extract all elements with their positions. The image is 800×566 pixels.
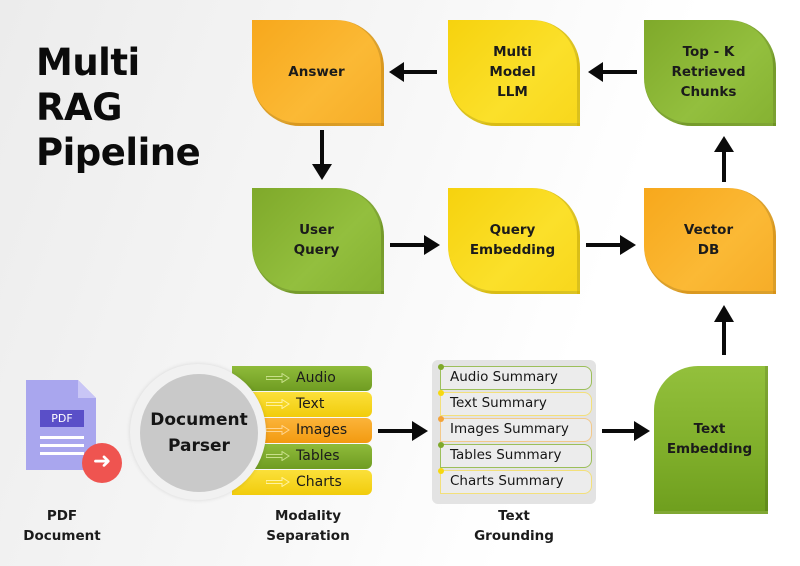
modality-arrow-icon [266,451,290,461]
pdf-badge: PDF [40,410,84,427]
modality-label: Charts [296,474,342,490]
node-llm-label: Multi Model LLM [489,43,536,100]
modality-arrow-icon [266,373,290,383]
summary-label: Audio Summary [450,369,558,385]
arrow-right-icon [390,235,440,255]
arrow-right-icon [586,235,636,255]
title-line-3: Pipeline [36,131,201,174]
modality-charts: Charts [232,470,372,495]
node-answer: Answer [252,20,384,126]
node-user-query-label: User Query [293,221,340,258]
node-text-embedding: Text Embedding [654,366,768,514]
node-vector-db-label: Vector DB [683,221,734,258]
title-line-1: Multi [36,41,140,84]
node-multi-model-llm: Multi Model LLM [448,20,580,126]
arrow-right-icon [602,421,650,441]
document-parser-label: Document Parser [150,410,248,456]
summary-label: Text Summary [450,395,547,411]
arrow-up-icon [714,136,734,182]
summary-label: Tables Summary [450,447,562,463]
arrow-left-icon [588,62,637,82]
node-query-embedding-label: Query Embedding [469,221,556,258]
summary-dot [438,468,444,474]
node-answer-label: Answer [288,63,345,80]
modality-label: Audio [296,370,336,386]
caption-modality-separation: Modality Separation [266,508,350,544]
summary-text: Text Summary [438,390,592,416]
arrow-left-icon [389,62,437,82]
arrow-right-icon: ➜ [82,443,122,483]
modality-label: Text [296,396,325,412]
summary-dot [438,416,444,422]
node-top-k-chunks: Top - K Retrieved Chunks [644,20,776,126]
node-user-query: User Query [252,188,384,294]
diagram-title: Multi RAG Pipeline [36,40,201,175]
node-vector-db: Vector DB [644,188,776,294]
pdf-line [40,436,84,439]
summary-dot [438,364,444,370]
modality-audio: Audio [232,366,372,391]
node-topk-label: Top - K Retrieved Chunks [671,43,746,100]
modality-arrow-icon [266,399,290,409]
summary-label: Images Summary [450,421,569,437]
summary-tables: Tables Summary [438,442,592,468]
summary-images: Images Summary [438,416,592,442]
summary-dot [438,390,444,396]
modality-label: Images [296,422,348,438]
caption-pdf-document: PDF Document [23,508,101,544]
summary-audio: Audio Summary [438,364,592,390]
title-line-2: RAG [36,86,123,129]
modality-arrow-icon [266,425,290,435]
modality-label: Tables [296,448,340,464]
summary-dot [438,442,444,448]
pdf-line [40,452,84,455]
node-query-embedding: Query Embedding [448,188,580,294]
arrow-down-icon [312,130,332,180]
arrow-up-icon [714,305,734,355]
node-text-embedding-label: Text Embedding [666,420,753,457]
caption-text-grounding: Text Grounding [474,508,554,544]
arrow-right-icon [378,421,428,441]
summary-charts: Charts Summary [438,468,592,494]
pdf-line [40,444,84,447]
document-parser: Document Parser [140,374,258,492]
modality-arrow-icon [266,477,290,487]
summary-label: Charts Summary [450,473,564,489]
